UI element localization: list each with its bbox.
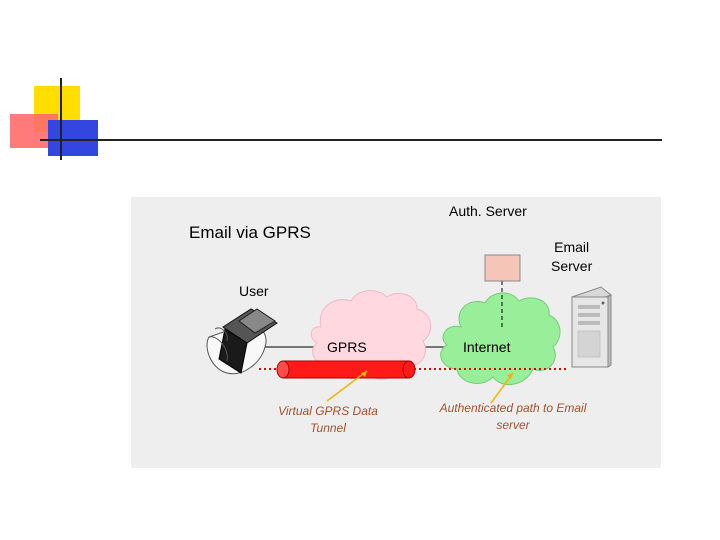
tunnel-note-line2: Tunnel — [310, 421, 346, 435]
auth-path-note-line1: Authenticated path to Email — [439, 401, 587, 415]
email-server-label: Email Server — [551, 238, 592, 276]
user-label: User — [239, 283, 269, 299]
diagram-panel: Email via GPRS Auth. Server Email Server… — [131, 197, 661, 468]
gprs-cloud — [310, 290, 432, 380]
auth-server-label: Auth. Server — [449, 203, 527, 219]
internet-cloud — [440, 292, 561, 385]
tunnel-note-arrow — [326, 370, 368, 402]
internet-cloud-label: Internet — [463, 339, 511, 355]
deco-vertical-line — [60, 78, 62, 160]
diagram-title: Email via GPRS — [189, 223, 311, 242]
auth-path-note: Authenticated path to Email server — [421, 400, 605, 434]
gprs-tunnel — [282, 360, 410, 379]
auth-path-note-line2: server — [496, 418, 530, 432]
deco-horizontal-line — [40, 139, 662, 141]
tunnel-right-end — [402, 360, 416, 379]
email-server-label-line1: Email — [554, 239, 590, 255]
tunnel-left-end — [276, 360, 290, 379]
email-server-label-line2: Server — [551, 258, 593, 274]
phone-icon — [206, 308, 278, 375]
tunnel-note-line1: Virtual GPRS Data — [278, 404, 378, 418]
email-server-icon — [570, 286, 613, 368]
path-note-arrow — [490, 372, 514, 404]
deco-blue-square — [48, 120, 98, 156]
gprs-cloud-label: GPRS — [327, 339, 367, 355]
auth-server-box — [484, 254, 521, 282]
diagram-canvas — [206, 254, 613, 404]
tunnel-note: Virtual GPRS Data Tunnel — [261, 403, 395, 437]
